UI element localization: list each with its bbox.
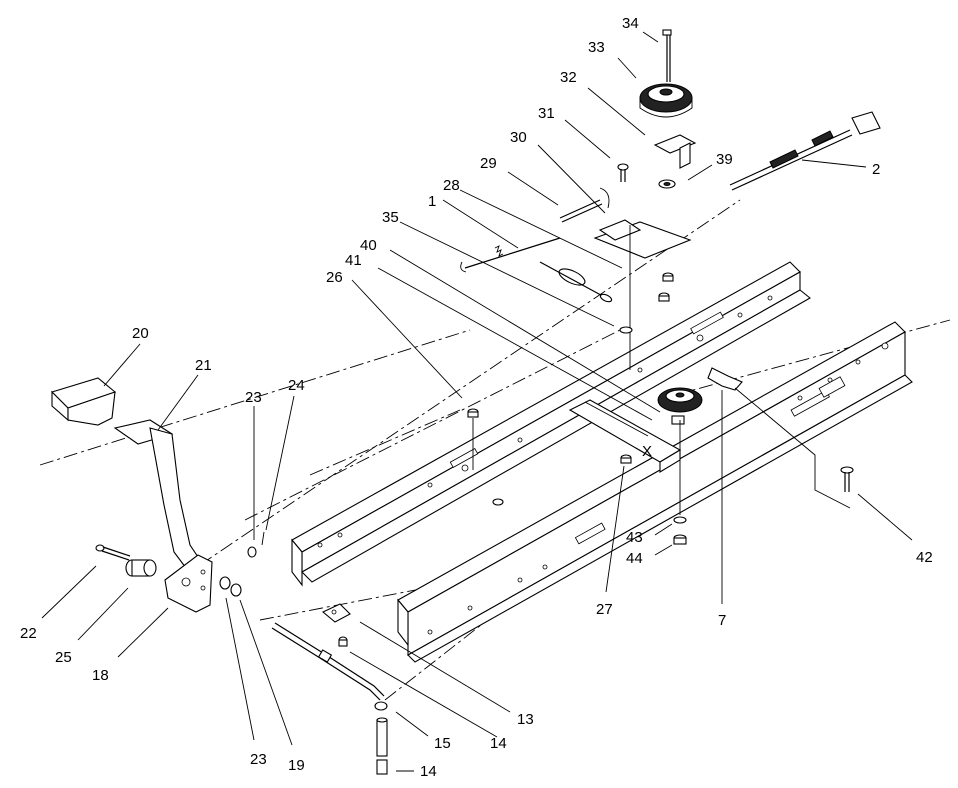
callout-26: 26 [326,269,343,286]
callout-20: 20 [132,325,149,342]
pedal-pad-20 [50,377,117,426]
callout-13: 13 [517,711,534,728]
washer-35 [619,326,633,334]
callout-2: 2 [872,161,880,178]
bolt-42 [734,387,854,509]
callout-14-lower: 14 [420,763,437,780]
callout-41: 41 [345,252,362,269]
callout-25: 25 [55,649,72,666]
bolt-31 [617,163,629,182]
leader-lines [41,31,913,772]
callout-1: 1 [428,193,436,210]
washer-19-23 [219,531,265,597]
frame-rail-right [397,321,913,663]
callout-31: 31 [538,105,555,122]
callout-30: 30 [510,129,527,146]
callout-43: 43 [626,529,643,546]
frame-rail-left [291,261,811,587]
callout-24: 24 [288,377,305,394]
nut-28 [658,272,674,302]
rod-29 [559,187,610,223]
cross-member [568,399,682,473]
nut-27 [620,454,632,464]
bracket-32 [653,134,697,169]
rod-15 [271,622,388,711]
nut-26 [467,408,504,506]
marker-x: X [642,443,652,460]
callout-42: 42 [916,549,933,566]
callout-29: 29 [480,155,497,172]
callout-35: 35 [382,209,399,226]
bolt-34 [662,29,672,82]
callout-labels: 34 33 32 31 39 30 2 29 28 1 35 40 41 26 … [20,15,933,780]
callout-7: 7 [718,612,726,629]
bolt-22 [95,544,131,561]
spacer-14 [376,717,388,775]
callout-19: 19 [288,757,305,774]
callout-33: 33 [588,39,605,56]
callout-21: 21 [195,357,212,374]
callout-32: 32 [560,69,577,86]
pedal-arm-21 [113,419,213,613]
spacer-7 [707,367,743,391]
callout-22: 22 [20,625,37,642]
callout-23-lower: 23 [250,751,267,768]
washer-39 [658,179,676,189]
callout-15: 15 [434,735,451,752]
idler-bracket-30 [593,219,692,370]
callout-14-upper: 14 [490,735,507,752]
callout-27: 27 [596,601,613,618]
spring-1 [460,237,561,273]
callout-34: 34 [622,15,639,32]
cable-2 [729,111,881,191]
pulley-40 [657,387,703,425]
callout-39: 39 [716,151,733,168]
callout-23-upper: 23 [245,389,262,406]
callout-18: 18 [92,667,109,684]
callout-44: 44 [626,550,643,567]
callout-40: 40 [360,237,377,254]
spring-35 [539,261,613,303]
roller-25 [125,559,157,577]
pulley-33 [639,83,693,118]
washer-nut-43-44 [673,420,687,545]
callout-28: 28 [443,177,460,194]
bracket-13 [321,603,351,647]
